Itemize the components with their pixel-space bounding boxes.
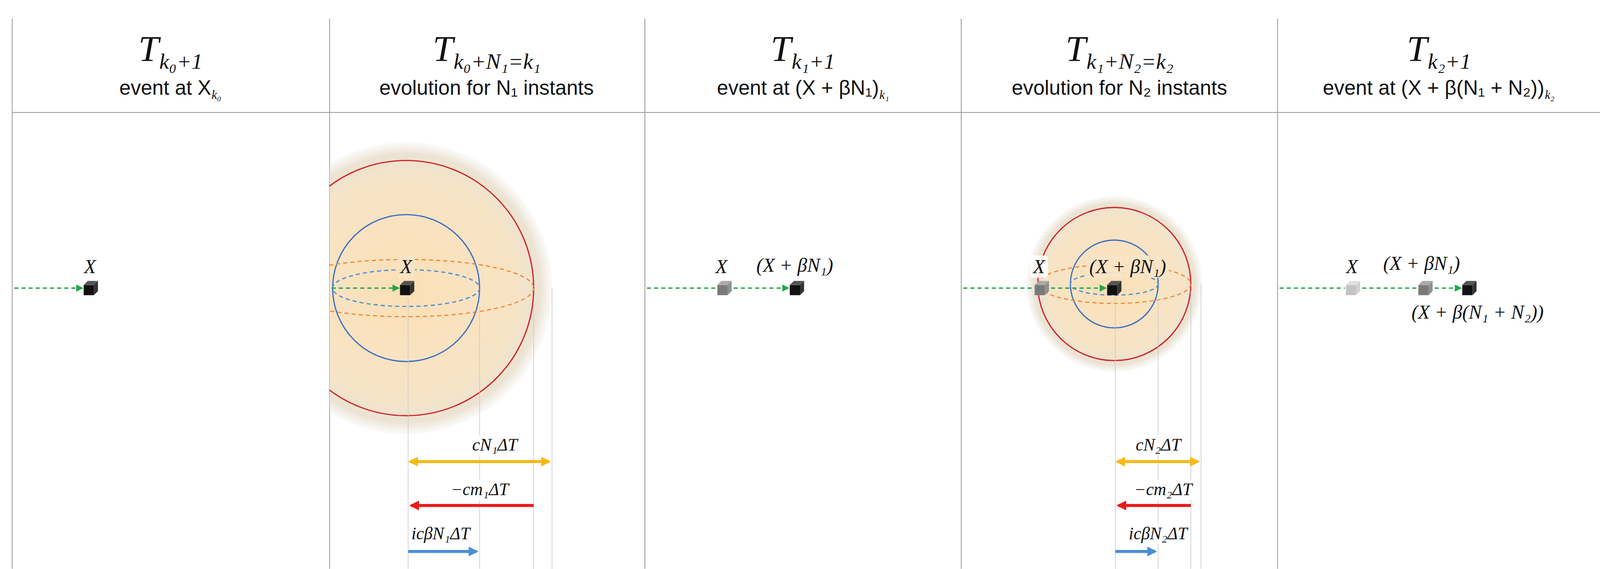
time-heading-group: Tk₀+1	[138, 27, 203, 71]
subscript: k₀	[211, 88, 222, 103]
time-heading-group: Tk₁+N₂=k₂	[1065, 27, 1174, 71]
time-heading: T	[1406, 27, 1428, 71]
arrow-label: −cm₁ΔT	[450, 479, 509, 500]
subscript: k₁+1	[791, 48, 835, 75]
subscript: k₀+1	[159, 48, 203, 75]
subscript: k₁	[879, 88, 890, 103]
event-caption-group: event at Xk₀	[119, 76, 222, 100]
position-label: X	[84, 255, 97, 278]
event-caption-group: event at (X + βN₁)k₁	[716, 76, 890, 100]
position-label: X	[1346, 255, 1359, 278]
position-label-group: X	[1030, 255, 1048, 278]
arrow-label-group: icβN₁ΔT	[408, 523, 473, 544]
position-label: X	[400, 255, 413, 278]
subscript: k₁+N₂=k₂	[1086, 48, 1174, 75]
position-label: (X + β(N₁ + N₂))	[1411, 300, 1544, 324]
evolution-caption-group: evolution for N₁ instants	[379, 76, 594, 100]
subscript: k₂+1	[1427, 48, 1471, 75]
position-label-group: X	[1346, 255, 1359, 278]
arrow-label-group: −cm₂ΔT	[1131, 479, 1195, 500]
arrow-label: cN₁ΔT	[472, 435, 518, 456]
subscript: k₂	[1544, 88, 1555, 103]
arrow-label-group: cN₂ΔT	[1132, 435, 1184, 456]
position-label-group: (X + β(N₁ + N₂))	[1411, 300, 1544, 324]
position-label-group: (X + βN₁)	[1383, 252, 1461, 275]
time-heading: T	[432, 27, 454, 71]
arrow-label-group: −cm₁ΔT	[448, 479, 512, 500]
position-label-group: X	[397, 255, 416, 278]
event-caption: event at (X + βN₁)	[716, 76, 879, 100]
arrow-label: −cm₂ΔT	[1134, 479, 1192, 500]
arrow-label: cN₂ΔT	[1135, 435, 1181, 456]
position-label: (X + βN₁)	[756, 253, 834, 277]
arrow-label-group: cN₁ΔT	[469, 435, 521, 456]
evolution-caption: evolution for N₂ instants	[1011, 76, 1228, 100]
event-caption-group: event at (X + β(N₁ + N₂))k₂	[1322, 76, 1555, 100]
arrow-label: icβN₁ΔT	[411, 523, 470, 544]
arrow-label-group: icβN₂ΔT	[1125, 523, 1191, 544]
position-label: (X + βN₁)	[1383, 252, 1461, 275]
time-heading: T	[138, 27, 159, 71]
subscript: k₀+N₁=k₁	[453, 48, 541, 75]
time-heading-group: Tk₀+N₁=k₁	[432, 27, 541, 71]
evolution-caption: evolution for N₁ instants	[379, 76, 594, 100]
event-caption: event at X	[119, 76, 212, 100]
time-heading-group: Tk₂+1	[1406, 27, 1471, 71]
evolution-caption-group: evolution for N₂ instants	[1011, 76, 1228, 100]
position-label-group: (X + βN₁)	[1086, 255, 1170, 278]
time-heading: T	[770, 27, 792, 71]
position-label: X	[715, 255, 728, 278]
position-label-group: X	[715, 255, 728, 278]
time-heading-group: Tk₁+1	[770, 27, 835, 71]
position-label: X	[1033, 255, 1046, 278]
position-label-group: X	[84, 255, 97, 278]
arrow-label: icβN₂ΔT	[1128, 523, 1188, 544]
position-label: (X + βN₁)	[1089, 255, 1167, 278]
time-heading: T	[1065, 27, 1087, 71]
event-caption: event at (X + β(N₁ + N₂))	[1322, 76, 1545, 100]
position-label-group: (X + βN₁)	[756, 253, 834, 277]
